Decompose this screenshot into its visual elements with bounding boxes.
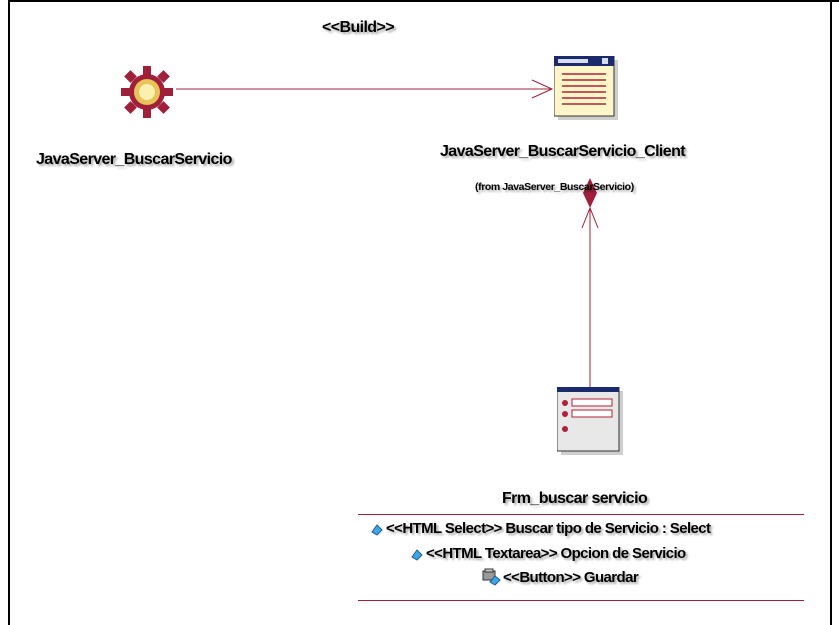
attribute-separator-bottom <box>358 600 804 601</box>
build-dependency-arrow[interactable] <box>176 79 554 99</box>
form-attribute[interactable]: <<Button>> Guardar <box>480 568 639 586</box>
attribute-diamond-icon <box>371 523 383 536</box>
button-attribute-icon <box>482 568 501 586</box>
frame-border-left <box>8 0 10 625</box>
form-attribute-text: <<Button>> Guardar <box>503 568 639 586</box>
server-page-gear-icon[interactable] <box>118 64 176 120</box>
composition-link[interactable] <box>581 178 599 387</box>
frame-border-right <box>830 0 832 625</box>
form-attribute-text: <<HTML Select>> Buscar tipo de Servicio … <box>386 520 711 537</box>
build-stereotype-label: <<Build>> <box>322 19 395 36</box>
client-page-name[interactable]: JavaServer_BuscarServicio_Client <box>440 143 686 160</box>
form-attribute-text: <<HTML Textarea>> Opcion de Servicio <box>426 545 686 562</box>
html-form-icon[interactable] <box>557 387 625 457</box>
attribute-separator-top <box>358 514 804 515</box>
client-page-icon[interactable] <box>554 56 622 122</box>
form-attribute[interactable]: <<HTML Textarea>> Opcion de Servicio <box>410 545 686 562</box>
attribute-diamond-icon <box>411 548 423 561</box>
form-attribute[interactable]: <<HTML Select>> Buscar tipo de Servicio … <box>370 520 711 537</box>
form-name[interactable]: Frm_buscar servicio <box>502 490 648 507</box>
client-origin-label: (from JavaServer_BuscarServicio) <box>475 181 634 193</box>
server-page-name[interactable]: JavaServer_BuscarServicio <box>36 151 232 168</box>
frame-border-top <box>8 0 839 2</box>
